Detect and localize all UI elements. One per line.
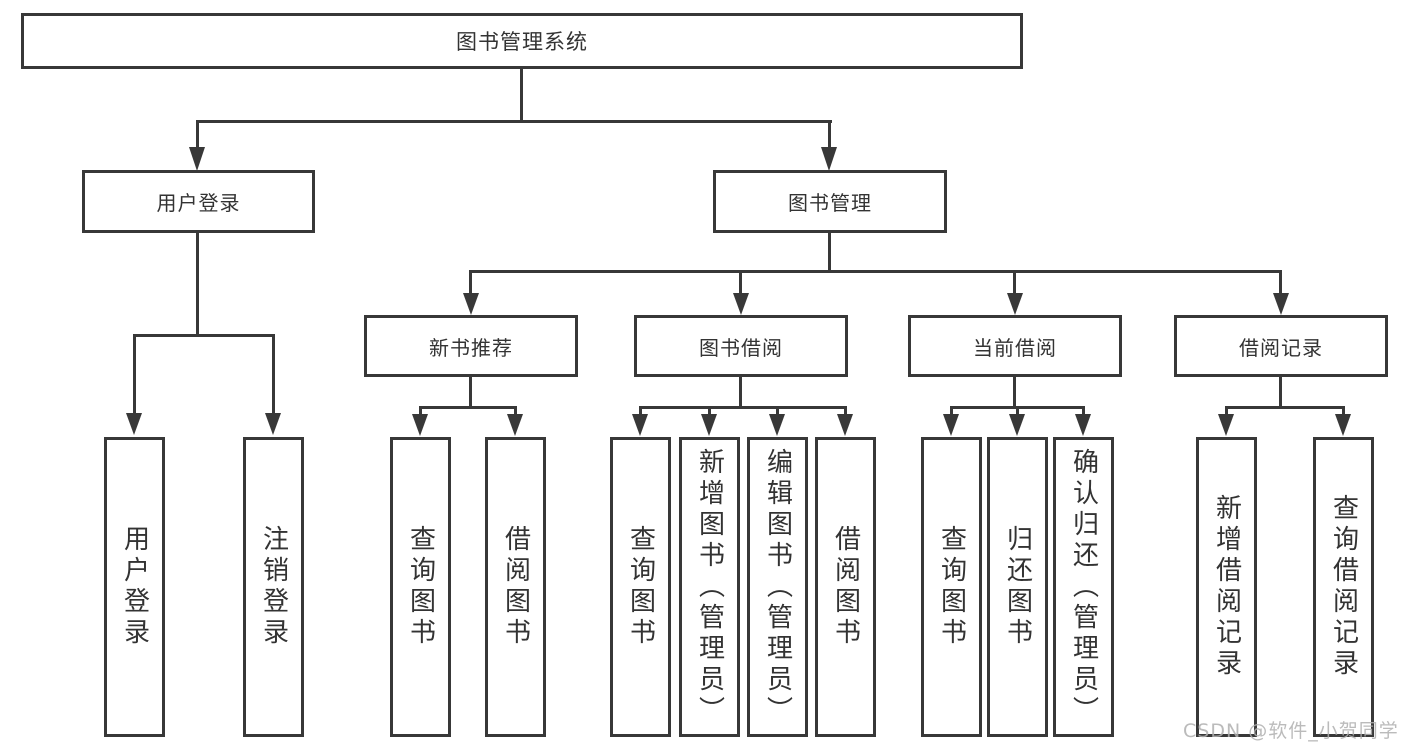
leaf-nbr-query-books: 查询图书 (390, 437, 451, 737)
arrowhead-icon (265, 413, 281, 435)
leaf-label: 用户登录 (119, 525, 150, 649)
arrowhead-icon (837, 414, 853, 436)
connector-line (844, 408, 847, 416)
node-borrowing-records: 借阅记录 (1174, 315, 1388, 377)
connector-line (1013, 272, 1016, 295)
leaf-bb-borrow-books: 借阅图书 (815, 437, 876, 737)
arrowhead-icon (463, 293, 479, 315)
connector-line (950, 406, 1085, 409)
arrowhead-icon (701, 414, 717, 436)
connector-line (196, 233, 199, 336)
node-label: 图书借阅 (699, 335, 783, 360)
leaf-br-query-record: 查询借阅记录 (1313, 437, 1374, 737)
arrowhead-icon (507, 414, 523, 436)
node-new-book-recommend: 新书推荐 (364, 315, 578, 377)
leaf-bb-query-books: 查询图书 (610, 437, 671, 737)
arrowhead-icon (943, 414, 959, 436)
leaf-cb-query-books: 查询图书 (921, 437, 982, 737)
leaf-label: 查询借阅记录 (1328, 494, 1359, 680)
node-label: 新书推荐 (429, 335, 513, 360)
connector-line (469, 272, 472, 295)
connector-line (708, 408, 711, 416)
connector-line (1279, 272, 1282, 295)
arrowhead-icon (1335, 414, 1351, 436)
leaf-label: 编辑图书（管理员） (762, 447, 793, 727)
arrowhead-icon (769, 414, 785, 436)
node-book-borrowing: 图书借阅 (634, 315, 848, 377)
connector-line (133, 334, 275, 337)
connector-line (1225, 408, 1228, 416)
connector-line (196, 122, 199, 149)
leaf-label: 归还图书 (1002, 525, 1033, 649)
connector-line (419, 408, 422, 416)
leaf-br-add-record: 新增借阅记录 (1196, 437, 1257, 737)
connector-line (1342, 408, 1345, 416)
arrowhead-icon (189, 147, 205, 171)
node-label: 图书管理 (788, 191, 872, 215)
leaf-label: 查询图书 (936, 525, 967, 649)
node-label: 当前借阅 (973, 335, 1057, 360)
leaf-label: 查询图书 (625, 525, 656, 649)
arrowhead-icon (1218, 414, 1234, 436)
arrowhead-icon (412, 414, 428, 436)
arrowhead-icon (1273, 293, 1289, 315)
arrowhead-icon (126, 413, 142, 435)
arrowhead-icon (1009, 414, 1025, 436)
node-user-login: 用户登录 (82, 170, 315, 233)
connector-line (1013, 377, 1016, 408)
leaf-label: 注销登录 (258, 525, 289, 649)
connector-line (514, 408, 517, 416)
arrowhead-icon (821, 147, 837, 171)
arrowhead-icon (1075, 414, 1091, 436)
arrowhead-icon (632, 414, 648, 436)
connector-line (950, 408, 953, 416)
leaf-label: 借阅图书 (830, 525, 861, 649)
connector-line (1082, 408, 1085, 416)
watermark-text: CSDN @软件_小贺同学 (1183, 720, 1399, 742)
leaf-label: 新增图书（管理员） (694, 447, 725, 727)
connector-line (739, 272, 742, 295)
node-library-management-system: 图书管理系统 (21, 13, 1023, 69)
arrowhead-icon (733, 293, 749, 315)
leaf-label: 新增借阅记录 (1211, 494, 1242, 680)
leaf-label: 查询图书 (405, 525, 436, 649)
connector-line (739, 377, 742, 408)
connector-line (828, 233, 831, 272)
node-label: 用户登录 (156, 191, 241, 215)
connector-line (469, 377, 472, 408)
connector-line (639, 406, 847, 409)
node-label: 借阅记录 (1239, 335, 1323, 360)
connector-line (133, 336, 136, 414)
arrowhead-icon (1007, 293, 1023, 315)
connector-line (828, 122, 831, 149)
connector-line (196, 120, 832, 123)
node-book-management: 图书管理 (713, 170, 947, 233)
leaf-bb-edit-books-admin: 编辑图书（管理员） (747, 437, 808, 737)
leaf-label: 确认归还（管理员） (1068, 447, 1099, 727)
leaf-label: 借阅图书 (500, 525, 531, 649)
connector-line (419, 406, 517, 409)
node-label: 图书管理系统 (456, 30, 588, 54)
leaf-logout: 注销登录 (243, 437, 304, 737)
connector-line (776, 408, 779, 416)
leaf-cb-return-books: 归还图书 (987, 437, 1048, 737)
leaf-nbr-borrow-books: 借阅图书 (485, 437, 546, 737)
connector-line (1225, 406, 1345, 409)
leaf-cb-confirm-return-admin: 确认归还（管理员） (1053, 437, 1114, 737)
connector-line (1016, 408, 1019, 416)
connector-line (272, 336, 275, 414)
connector-line (639, 408, 642, 416)
leaf-bb-add-books-admin: 新增图书（管理员） (679, 437, 740, 737)
connector-line (520, 69, 523, 123)
leaf-user-login: 用户登录 (104, 437, 165, 737)
node-current-borrowing: 当前借阅 (908, 315, 1122, 377)
connector-line (469, 270, 1282, 273)
connector-line (1279, 377, 1282, 408)
